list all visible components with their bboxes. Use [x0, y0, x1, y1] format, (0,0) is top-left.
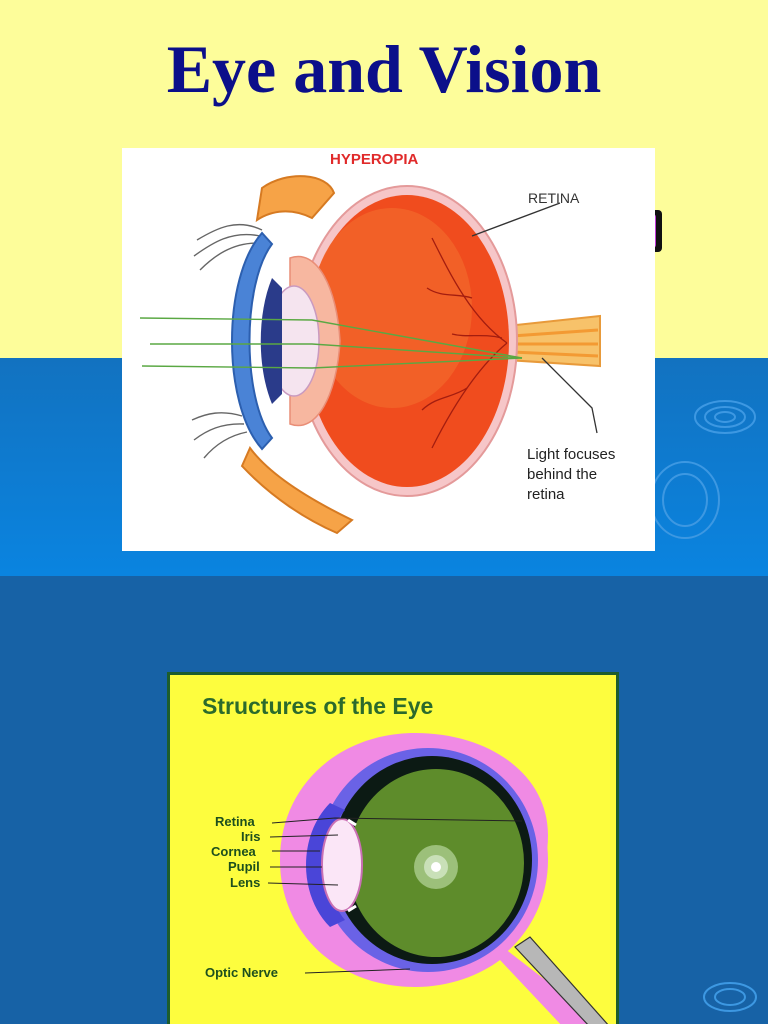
- hyperopia-eye-illustration: HYPEROPIA RETINA Light focuses behind th…: [139, 151, 615, 535]
- water-ripple-decoration: [703, 982, 757, 1012]
- structures-title: Structures of the Eye: [202, 693, 434, 719]
- focus-note-line-1: Light focuses: [527, 446, 615, 463]
- label-leader-lines: [267, 817, 523, 974]
- optic-nerve: [506, 314, 601, 368]
- retina-pointer-line: [471, 202, 561, 237]
- label-retina: Retina: [215, 814, 256, 829]
- label-cornea: Cornea: [211, 844, 257, 859]
- focus-note-line-2: behind the: [527, 466, 597, 483]
- light-rays: [139, 317, 523, 369]
- label-iris: Iris: [241, 829, 261, 844]
- cornea: [231, 231, 274, 451]
- label-optic-nerve: Optic Nerve: [205, 965, 278, 980]
- label-lens: Lens: [230, 875, 260, 890]
- optic-nerve: [514, 936, 609, 1024]
- focus-note-line-3: retina: [527, 486, 565, 503]
- iris: [260, 278, 282, 404]
- retinal-blood-vessels: [421, 237, 508, 449]
- eyelashes: [191, 223, 263, 459]
- label-pupil: Pupil: [228, 859, 260, 874]
- hyperopia-diagram: HYPEROPIA RETINA Light focuses behind th…: [122, 148, 655, 551]
- focus-pointer-line: [541, 357, 598, 434]
- lower-eyelid: [240, 446, 354, 535]
- upper-eyelid: [255, 175, 336, 223]
- hyperopia-heading: HYPEROPIA: [330, 151, 419, 168]
- water-ripple-decoration: [694, 400, 756, 434]
- slide-title: Eye and Vision: [166, 31, 602, 107]
- retina-label: RETINA: [528, 190, 580, 206]
- structures-eye-illustration: Retina Iris Cornea Pupil Lens Optic Nerv…: [205, 733, 609, 1024]
- lens: [321, 818, 363, 912]
- structures-diagram: Structures of the Eye Retina Iris Cor: [167, 672, 619, 1024]
- water-ripple-decoration: [655, 461, 720, 539]
